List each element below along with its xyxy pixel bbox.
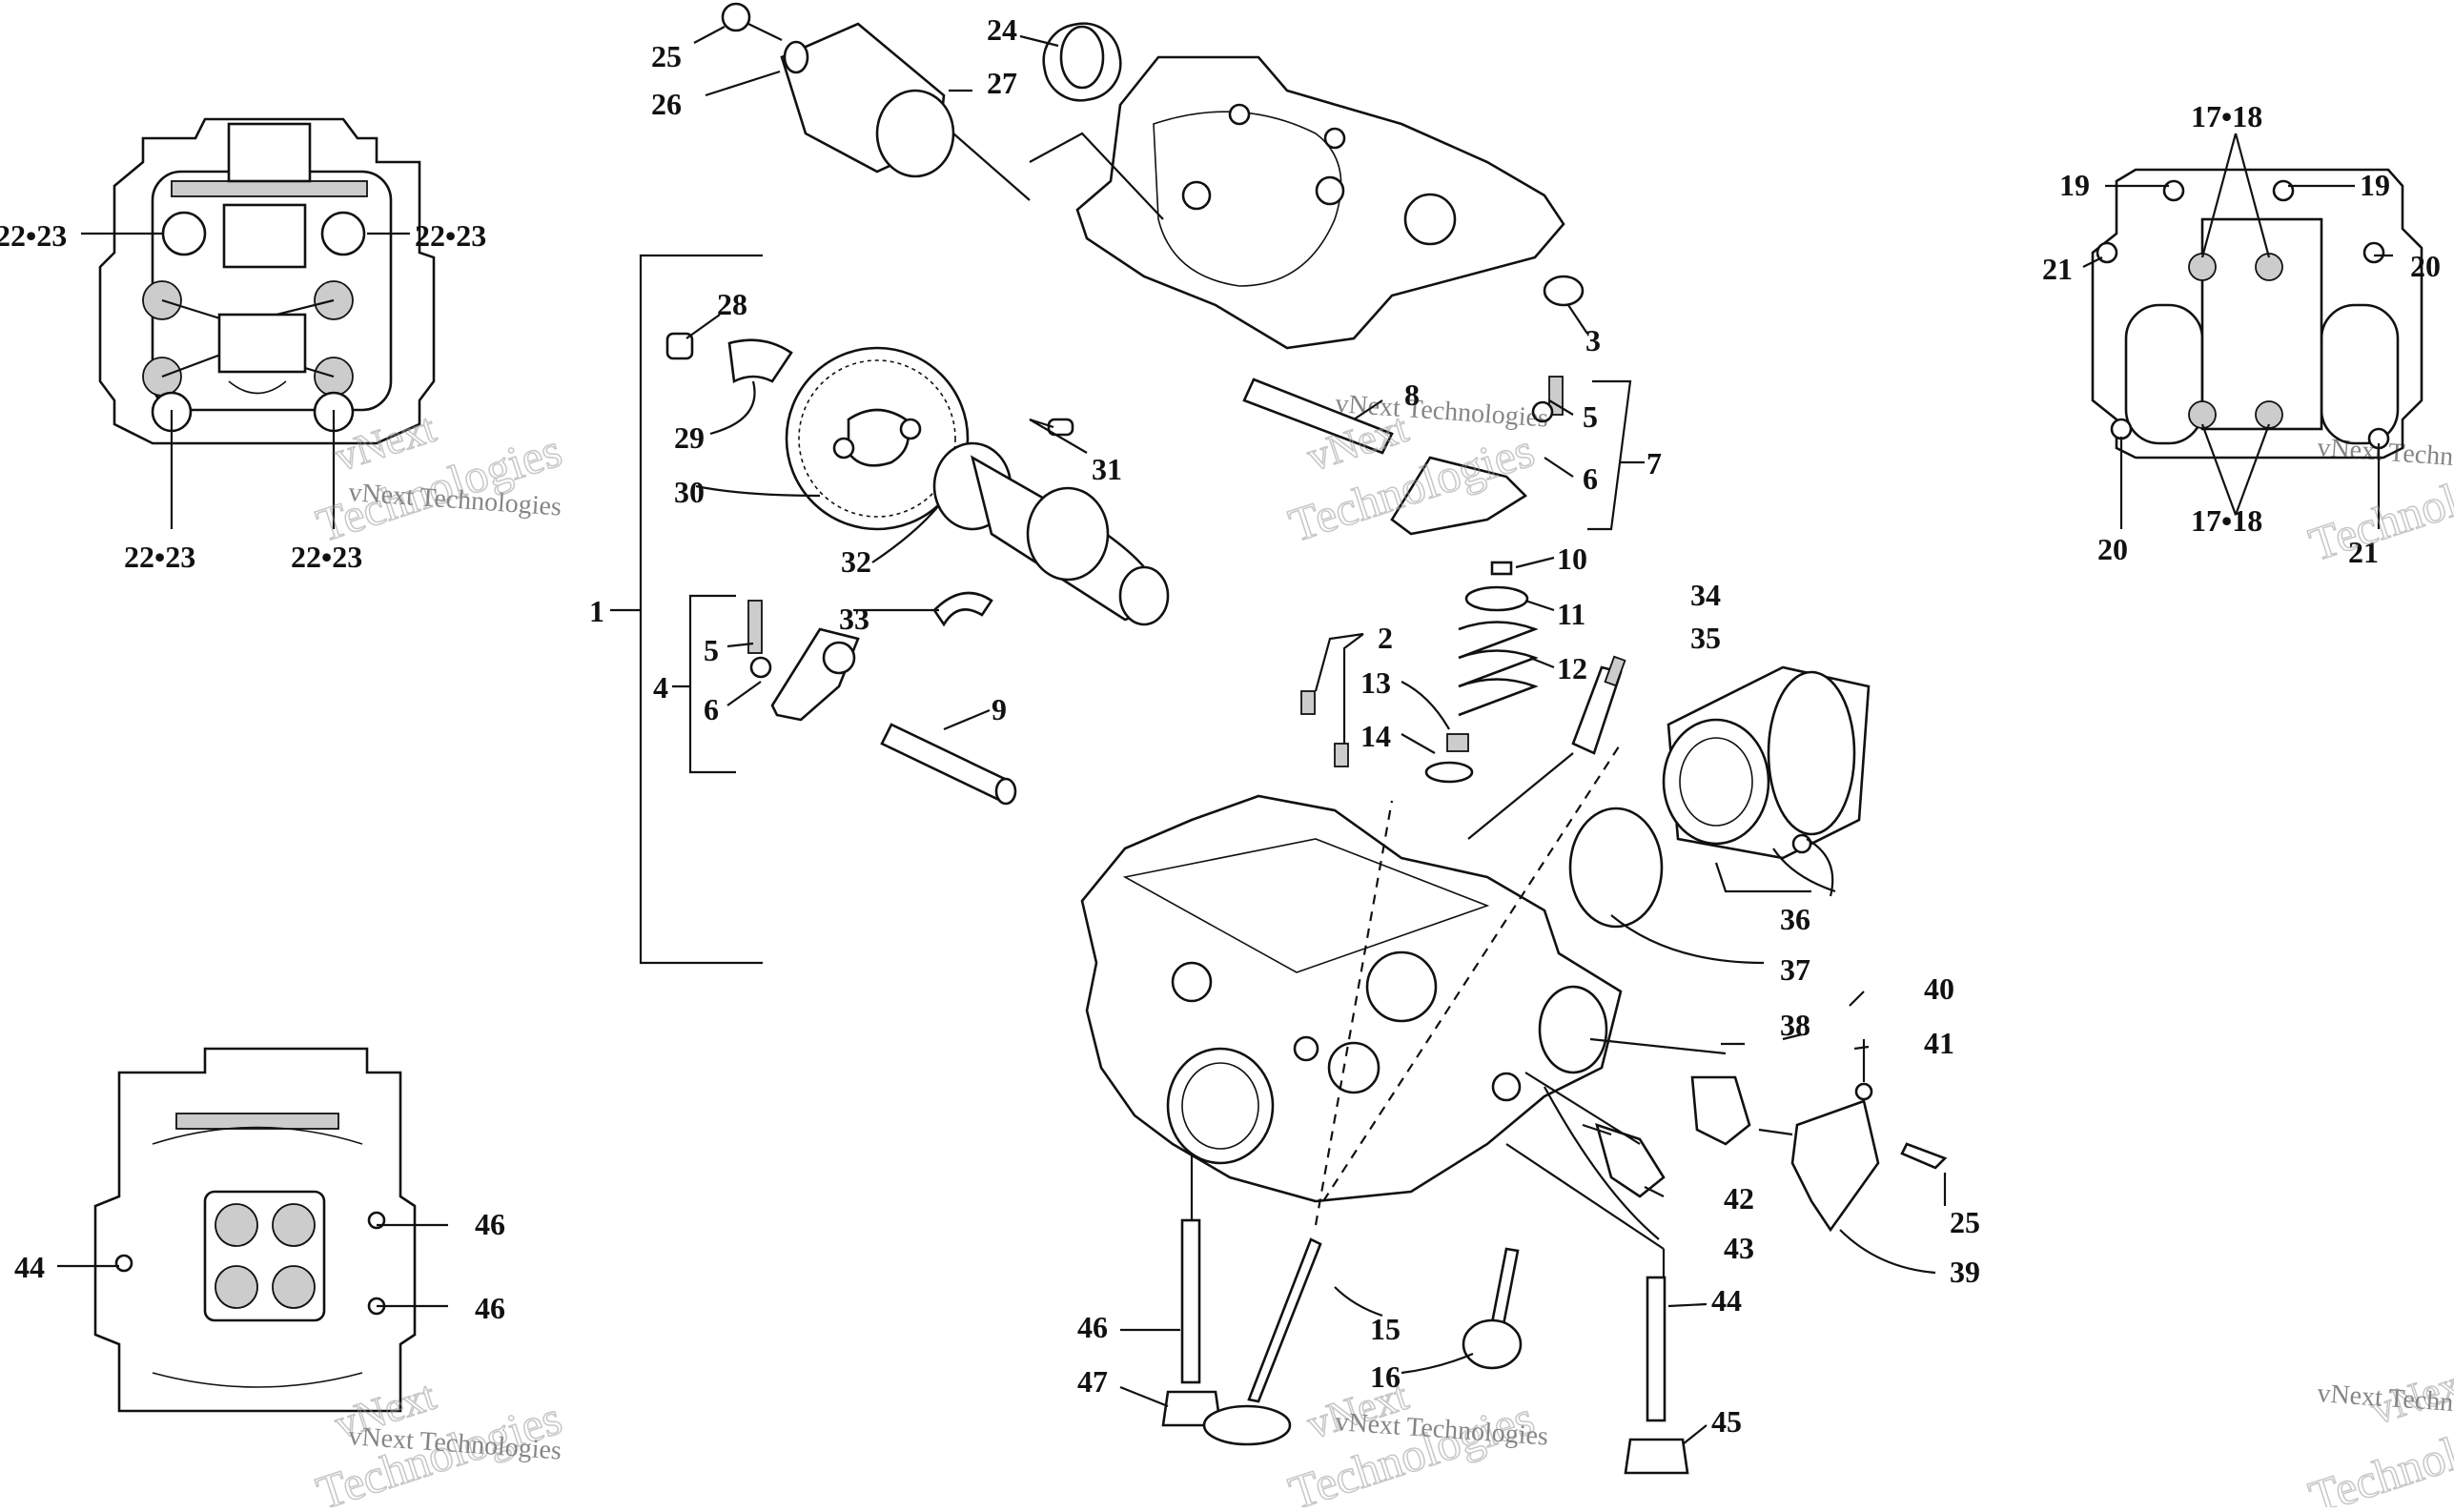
callout-37: 37 — [1780, 952, 1810, 987]
callout-5-b: 5 — [1583, 399, 1598, 434]
callout-22-23-b: 22•23 — [415, 218, 486, 253]
cylinder-head — [1080, 794, 1623, 1203]
callout-30: 30 — [674, 475, 705, 509]
callout-22-23-a: 22•23 — [0, 218, 67, 253]
rocker-shaft-8 — [1242, 378, 1394, 455]
callout-46-b: 46 — [475, 1291, 505, 1325]
studs-and-valves — [1161, 1218, 1689, 1475]
callout-38: 38 — [1780, 1008, 1810, 1042]
callout-27: 27 — [987, 66, 1017, 100]
callout-6-b: 6 — [1583, 461, 1598, 496]
callout-20-a: 20 — [2410, 249, 2441, 283]
valve-spring-leaders — [1314, 556, 1555, 754]
callout-7: 7 — [1646, 446, 1662, 480]
callout-16: 16 — [1370, 1359, 1401, 1394]
callout-12: 12 — [1557, 651, 1587, 685]
callout-34: 34 — [1690, 578, 1721, 612]
bracket-group-7 — [1587, 379, 1645, 531]
callout-26: 26 — [651, 87, 682, 121]
callout-13: 13 — [1360, 665, 1391, 700]
head-leaders — [1314, 743, 1947, 1275]
callout-6-a: 6 — [704, 692, 719, 726]
callout-43: 43 — [1724, 1231, 1754, 1265]
camshaft — [932, 441, 1170, 626]
callout-1: 1 — [589, 594, 604, 628]
spark-plug — [1571, 655, 1626, 755]
callout-46-a: 46 — [475, 1207, 505, 1241]
valve-spring-stack — [1300, 561, 1539, 784]
callout-45: 45 — [1711, 1404, 1742, 1439]
callout-labels: 22•23 22•23 22•23 22•23 44 46 46 17•18 1… — [0, 12, 2441, 1439]
valve-cover — [1075, 55, 1565, 350]
callout-20-b: 20 — [2097, 532, 2128, 566]
bracket-group-4 — [672, 594, 736, 774]
callout-31: 31 — [1092, 452, 1122, 486]
callout-21-a: 21 — [2042, 252, 2073, 286]
callout-29: 29 — [674, 420, 705, 455]
callout-42: 42 — [1724, 1181, 1754, 1216]
callout-35: 35 — [1690, 621, 1721, 655]
callout-14: 14 — [1360, 719, 1391, 753]
inset-head-top-leaders — [81, 232, 410, 529]
callout-24: 24 — [987, 12, 1017, 47]
callout-25-b: 25 — [1950, 1205, 1980, 1239]
callout-15: 15 — [1370, 1312, 1401, 1346]
callout-17-18-top: 17•18 — [2191, 99, 2262, 133]
callout-4: 4 — [653, 670, 668, 705]
callout-3: 3 — [1585, 323, 1601, 358]
callout-32: 32 — [841, 544, 871, 579]
callout-19-b: 19 — [2360, 168, 2390, 202]
callout-22-23-d: 22•23 — [291, 540, 362, 574]
callout-36: 36 — [1780, 902, 1810, 936]
callout-41: 41 — [1924, 1026, 1954, 1060]
throttle-body — [1568, 665, 1871, 929]
callout-44-b: 44 — [1711, 1283, 1742, 1318]
inset-head-side-leaders — [2082, 133, 2393, 529]
rocker-arm-right — [1390, 376, 1564, 536]
callout-40: 40 — [1924, 971, 1954, 1006]
tensioner-cap-assembly — [721, 2, 1585, 307]
callout-8: 8 — [1404, 378, 1420, 412]
inset-head-bottom-view — [93, 1047, 417, 1413]
inset-head-top-view — [98, 117, 436, 445]
callout-2: 2 — [1378, 621, 1393, 655]
callout-33: 33 — [839, 602, 869, 636]
bottom-leaders — [1119, 1143, 1708, 1445]
callout-21-b: 21 — [2348, 535, 2379, 569]
rocker-arm-left — [747, 600, 860, 722]
inset-head-bottom-leaders — [57, 1223, 448, 1308]
callout-28: 28 — [717, 287, 747, 321]
watermark-caption: vNext Technologies — [2317, 433, 2454, 478]
callout-25-a: 25 — [651, 39, 682, 73]
valve-cover-leaders — [693, 26, 1588, 335]
callout-22-23-c: 22•23 — [124, 540, 195, 574]
sensors-right — [1582, 1039, 1948, 1233]
callout-19-a: 19 — [2059, 168, 2090, 202]
callout-9: 9 — [992, 692, 1007, 726]
callout-5-a: 5 — [704, 633, 719, 667]
callout-47: 47 — [1077, 1364, 1108, 1399]
callout-17-18-bottom: 17•18 — [2191, 503, 2262, 538]
callout-10: 10 — [1557, 541, 1587, 576]
inset-head-side-view — [2091, 168, 2423, 460]
camshaft-small-parts — [665, 332, 1074, 627]
callout-39: 39 — [1950, 1255, 1980, 1289]
callout-44-a: 44 — [14, 1250, 45, 1284]
camshaft-leaders — [685, 314, 1574, 731]
rocker-shaft-9 — [880, 723, 1017, 806]
bracket-group-1 — [610, 254, 763, 965]
callout-11: 11 — [1557, 597, 1585, 631]
cam-gear — [785, 346, 970, 531]
callout-46-c: 46 — [1077, 1310, 1108, 1344]
